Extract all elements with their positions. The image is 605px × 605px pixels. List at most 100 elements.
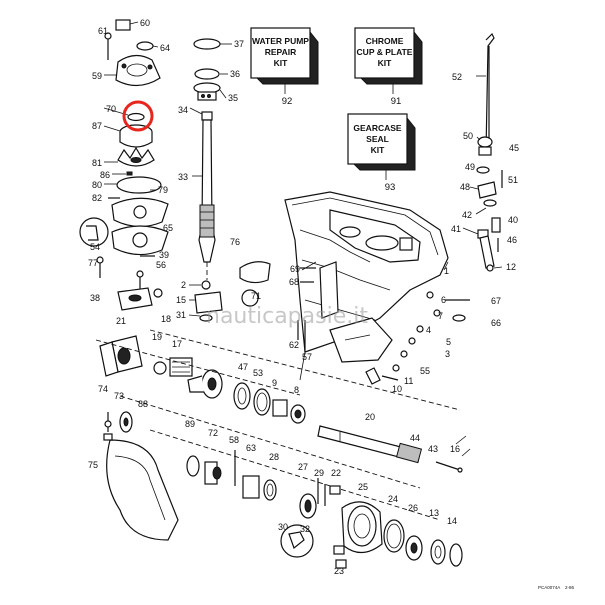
callout-87: 87 bbox=[92, 121, 102, 131]
callout-89: 89 bbox=[185, 419, 195, 429]
callout-53: 53 bbox=[253, 368, 263, 378]
callout-71: 71 bbox=[251, 291, 261, 301]
callout-66: 66 bbox=[491, 318, 501, 328]
callout-41: 41 bbox=[451, 224, 461, 234]
callout-45: 45 bbox=[509, 143, 519, 153]
callout-73: 73 bbox=[114, 391, 124, 401]
callout-75: 75 bbox=[88, 460, 98, 470]
callout-57: 57 bbox=[302, 352, 312, 362]
callout-13: 13 bbox=[429, 508, 439, 518]
callout-29: 29 bbox=[314, 468, 324, 478]
callout-20: 20 bbox=[365, 412, 375, 422]
callout-39: 39 bbox=[159, 250, 169, 260]
callout-40: 40 bbox=[508, 215, 518, 225]
callout-7: 7 bbox=[438, 311, 443, 321]
callout-28: 28 bbox=[269, 452, 279, 462]
callout-38: 38 bbox=[90, 293, 100, 303]
callout-79: 79 bbox=[158, 185, 168, 195]
callout-25: 25 bbox=[358, 482, 368, 492]
callout-76: 76 bbox=[230, 237, 240, 247]
callout-3: 3 bbox=[445, 349, 450, 359]
callout-51: 51 bbox=[508, 175, 518, 185]
callout-35: 35 bbox=[228, 93, 238, 103]
callout-24: 24 bbox=[388, 494, 398, 504]
figure-date: 2-86 bbox=[565, 585, 575, 590]
callout-65: 65 bbox=[163, 223, 173, 233]
callout-52: 52 bbox=[452, 72, 462, 82]
callout-62: 62 bbox=[289, 340, 299, 350]
callout-30: 30 bbox=[278, 522, 288, 532]
callout-17: 17 bbox=[172, 339, 182, 349]
callout-37: 37 bbox=[234, 39, 244, 49]
kit-label-line: KIT bbox=[378, 58, 393, 68]
callout-9: 9 bbox=[272, 378, 277, 388]
callout-14: 14 bbox=[447, 516, 457, 526]
callout-72: 72 bbox=[208, 428, 218, 438]
callout-82: 82 bbox=[92, 193, 102, 203]
callout-47: 47 bbox=[238, 362, 248, 372]
callout-18: 18 bbox=[161, 314, 171, 324]
callout-34: 34 bbox=[178, 105, 188, 115]
callout-48: 48 bbox=[460, 182, 470, 192]
highlight-circle bbox=[122, 100, 154, 132]
callout-54: 54 bbox=[90, 242, 100, 252]
kit-number: 92 bbox=[282, 96, 293, 107]
kit-box-water-pump: WATER PUMP REPAIR KIT 92 bbox=[250, 27, 319, 107]
callout-21: 21 bbox=[116, 316, 126, 326]
callout-19: 19 bbox=[152, 332, 162, 342]
callout-44: 44 bbox=[410, 433, 420, 443]
callout-6: 6 bbox=[441, 295, 446, 305]
kit-label-line: KIT bbox=[371, 145, 386, 155]
kit-label-line: WATER PUMP bbox=[252, 36, 309, 46]
callout-33: 33 bbox=[178, 172, 188, 182]
callout-5: 5 bbox=[446, 337, 451, 347]
forward-gear-row bbox=[95, 329, 461, 424]
callout-64: 64 bbox=[160, 43, 170, 53]
callout-26: 26 bbox=[408, 503, 418, 513]
callout-50: 50 bbox=[463, 131, 473, 141]
drive-shaft-assembly bbox=[188, 38, 223, 322]
callout-10: 10 bbox=[392, 384, 402, 394]
callout-49: 49 bbox=[465, 162, 475, 172]
callout-31: 31 bbox=[176, 310, 186, 320]
callout-88: 88 bbox=[138, 399, 148, 409]
kit-label-line: CHROME bbox=[366, 36, 404, 46]
callout-58: 58 bbox=[229, 435, 239, 445]
callout-67: 67 bbox=[491, 296, 501, 306]
lower-parts-row bbox=[103, 395, 463, 569]
shift-rod-assembly bbox=[476, 32, 503, 272]
callout-69: 69 bbox=[290, 264, 300, 274]
kit-box-gearcase-seal: GEARCASE SEAL KIT 93 bbox=[347, 113, 416, 193]
callout-43: 43 bbox=[428, 444, 438, 454]
callout-86: 86 bbox=[100, 170, 110, 180]
callout-2: 2 bbox=[181, 280, 186, 290]
kit-label-line: KIT bbox=[274, 58, 289, 68]
callout-55: 55 bbox=[420, 366, 430, 376]
callout-42: 42 bbox=[462, 210, 472, 220]
callout-68: 68 bbox=[289, 277, 299, 287]
kit-box-chrome-cup: CHROME CUP & PLATE KIT 91 bbox=[354, 27, 423, 107]
watermark: nauticapasie.it bbox=[206, 304, 368, 329]
gearcase-housing bbox=[239, 191, 470, 385]
callout-labels: 60 61 64 37 59 36 34 35 70 87 81 86 80 8… bbox=[88, 18, 519, 576]
callout-15: 15 bbox=[176, 295, 186, 305]
callout-61: 61 bbox=[98, 26, 108, 36]
kit-label-line: SEAL bbox=[366, 134, 389, 144]
callout-56: 56 bbox=[156, 260, 166, 270]
callout-63: 63 bbox=[246, 443, 256, 453]
kit-label-line: CUP & PLATE bbox=[357, 47, 413, 57]
callout-46: 46 bbox=[507, 235, 517, 245]
kit-number: 91 bbox=[391, 96, 402, 107]
callout-8: 8 bbox=[294, 385, 299, 395]
callout-81: 81 bbox=[92, 158, 102, 168]
callout-1: 1 bbox=[444, 266, 449, 276]
callout-60: 60 bbox=[140, 18, 150, 28]
callout-77: 77 bbox=[88, 258, 98, 268]
callout-36: 36 bbox=[230, 69, 240, 79]
callout-16: 16 bbox=[450, 444, 460, 454]
leader-lines bbox=[189, 43, 503, 457]
callout-32: 32 bbox=[300, 524, 310, 534]
callout-4: 4 bbox=[426, 325, 431, 335]
